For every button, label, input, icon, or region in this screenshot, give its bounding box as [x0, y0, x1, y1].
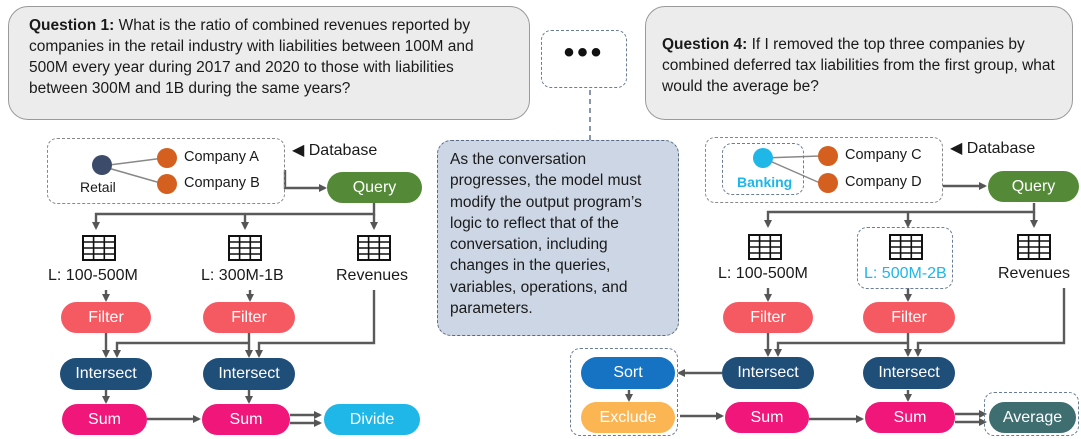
right-database-label: ◀ Database [950, 140, 1036, 157]
company-a-node [157, 148, 177, 168]
left-table-icon-2 [228, 235, 262, 261]
right-table-icon-1 [748, 234, 782, 260]
sort-exclude-highlight-box [570, 348, 678, 436]
company-d-label: Company D [845, 174, 922, 190]
right-filter-2: Filter [863, 302, 955, 333]
banking-highlight-box [722, 143, 804, 195]
right-table-icon-3 [1017, 234, 1051, 260]
left-intersect-2: Intersect [203, 358, 295, 390]
right-sort: Sort [581, 357, 675, 389]
right-table-label-1: L: 100-500M [718, 265, 808, 282]
question-4-text: If I removed the top three companies by … [662, 36, 1055, 95]
left-table-icon-1 [82, 235, 116, 261]
right-table-label-3: Revenues [998, 265, 1071, 282]
left-table-label-1: L: 100-500M [48, 267, 138, 284]
banking-label: Banking [737, 174, 793, 190]
right-table-label-2: L: 500M-2B [864, 265, 947, 282]
question-1-label: Question 1: [29, 17, 115, 34]
right-sum-2: Sum [865, 402, 955, 433]
left-filter-1: Filter [61, 302, 151, 333]
left-sum-1: Sum [62, 404, 147, 435]
left-intersect-1: Intersect [60, 358, 152, 390]
banking-node [753, 148, 773, 168]
question-1-box: Question 1: What is the ratio of combine… [8, 6, 530, 120]
ellipsis: ••• [563, 36, 605, 69]
retail-node [92, 155, 112, 175]
retail-label: Retail [80, 179, 116, 195]
question-1-text: What is the ratio of combined revenues r… [29, 17, 474, 97]
left-filter-2: Filter [203, 302, 295, 333]
left-database-label: ◀ Database [292, 142, 378, 159]
right-exclude: Exclude [581, 402, 675, 433]
left-table-label-3: Revenues [336, 267, 409, 284]
right-sum-1: Sum [725, 402, 809, 433]
question-4-label: Question 4: [662, 36, 748, 53]
left-query-node: Query [327, 172, 422, 203]
left-sum-2: Sum [202, 404, 290, 435]
right-average: Average [989, 402, 1076, 433]
company-c-node [818, 146, 838, 166]
changed-table-highlight-box [857, 227, 953, 289]
average-highlight-box [984, 392, 1079, 436]
company-c-label: Company C [845, 147, 922, 163]
right-filter-1: Filter [723, 302, 813, 333]
left-database-box [47, 138, 285, 204]
company-b-label: Company B [184, 175, 260, 191]
right-database-pointer-icon: ◀ [950, 140, 967, 157]
ellipsis-box: ••• [541, 30, 627, 88]
question-4-box: Question 4: If I removed the top three c… [645, 6, 1073, 120]
right-intersect-1: Intersect [722, 357, 814, 389]
right-query-node: Query [988, 171, 1079, 202]
company-a-label: Company A [184, 149, 259, 165]
left-database-pointer-icon: ◀ [292, 142, 309, 159]
right-intersect-2: Intersect [863, 357, 955, 389]
left-table-label-2: L: 300M-1B [201, 267, 284, 284]
explanation-note: As the conversation progresses, the mode… [437, 140, 679, 336]
company-b-node [157, 174, 177, 194]
right-database-box [705, 137, 943, 203]
left-divide: Divide [324, 404, 420, 435]
right-table-icon-2 [889, 234, 923, 260]
company-d-node [818, 173, 838, 193]
left-table-icon-3 [357, 235, 391, 261]
